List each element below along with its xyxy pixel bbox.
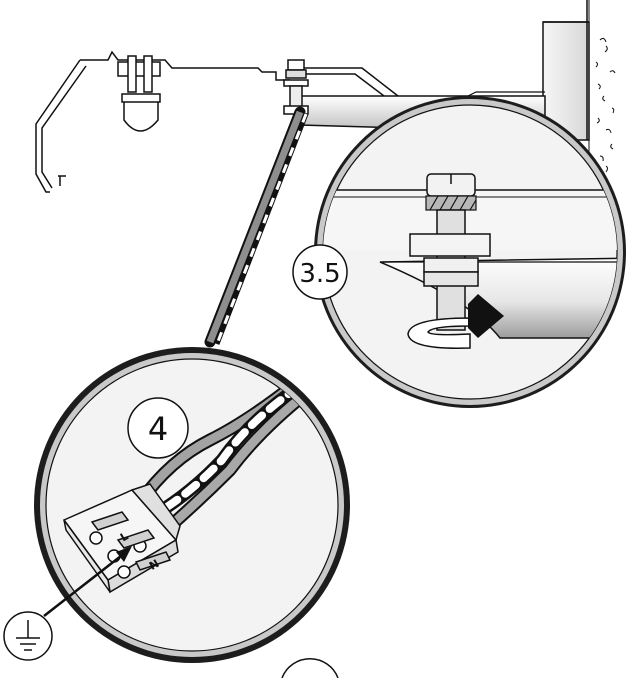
detail-circle-nut: 3.5 (292, 96, 626, 408)
step-number-4: 4 (148, 410, 168, 448)
supply-cable (204, 106, 309, 348)
lamp-unit (117, 55, 161, 132)
earth-symbol-icon (3, 611, 53, 661)
bracket-bolt (283, 59, 309, 115)
clockwise-rotation-arrow-icon (407, 294, 504, 349)
step-badge-4: 4 (127, 397, 189, 459)
earth-pointer-line (43, 551, 127, 617)
next-callout-partial (281, 658, 339, 678)
wires (133, 373, 315, 535)
detail-circle-wiring: L N 4 (34, 347, 350, 663)
step-number-3-5: 3.5 (299, 259, 340, 289)
fixture-bracket (35, 50, 399, 193)
step-badge-3-5: 3.5 (292, 244, 348, 300)
wall-surface (588, 0, 616, 175)
terminal-block (62, 483, 181, 594)
